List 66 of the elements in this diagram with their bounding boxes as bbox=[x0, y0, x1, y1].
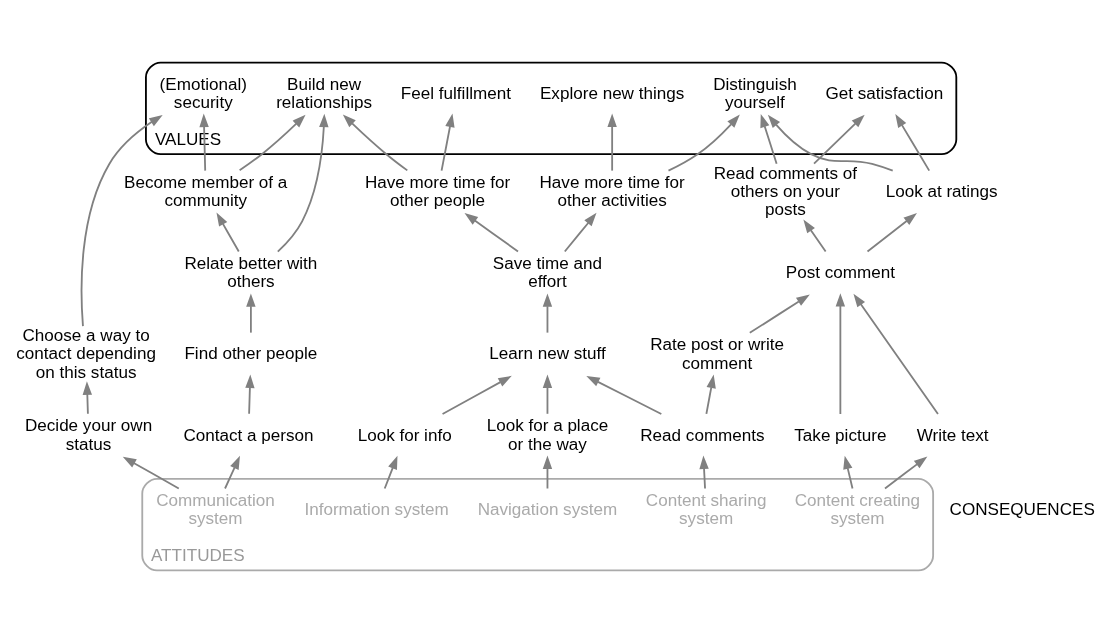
arrow bbox=[705, 374, 716, 415]
node-text: Read comments of others on your posts bbox=[713, 163, 858, 219]
arrow bbox=[82, 380, 93, 415]
arrow bbox=[803, 219, 827, 252]
arrow bbox=[122, 456, 180, 489]
arrow bbox=[853, 293, 939, 415]
arrow bbox=[238, 114, 306, 171]
arrow bbox=[699, 455, 709, 489]
arrow bbox=[199, 113, 209, 172]
node-text: Write text bbox=[916, 425, 989, 445]
arrow bbox=[440, 113, 455, 172]
arrow bbox=[224, 455, 240, 489]
arrow bbox=[813, 114, 865, 165]
node-text: Look for a place or the way bbox=[486, 415, 609, 454]
node-text: Read comments bbox=[640, 425, 765, 445]
arrow bbox=[342, 113, 409, 171]
node-text: Look for info bbox=[357, 425, 452, 445]
node-text: Communication system bbox=[156, 490, 275, 528]
arrow bbox=[216, 212, 240, 252]
arrow bbox=[586, 375, 663, 415]
node-text: Decide your own status bbox=[24, 415, 153, 454]
node-text: Choose a way to contact depending on this status bbox=[16, 325, 156, 382]
node-text: Explore new things bbox=[539, 83, 685, 103]
node-text: Post comment bbox=[785, 262, 895, 282]
arrow bbox=[542, 374, 553, 415]
arrow bbox=[767, 114, 894, 171]
node-text: (Emotional) security bbox=[159, 74, 247, 112]
node-text: Content creating system bbox=[794, 490, 921, 528]
arrow bbox=[667, 114, 740, 171]
arrow bbox=[607, 113, 617, 172]
arrow bbox=[245, 374, 255, 415]
arrow bbox=[80, 114, 163, 327]
arrow bbox=[246, 292, 256, 334]
arrow bbox=[563, 212, 597, 252]
node-text: Get satisfaction bbox=[825, 83, 944, 103]
node-text: Feel fulfillment bbox=[400, 83, 511, 103]
arrow bbox=[835, 292, 846, 415]
node-text: Become member of a community bbox=[124, 172, 288, 210]
node-text: Have more time for other activities bbox=[539, 172, 685, 210]
arrow bbox=[383, 455, 398, 489]
arrow bbox=[464, 212, 519, 252]
node-text: Contact a person bbox=[183, 425, 314, 445]
node-text: Find other people bbox=[184, 343, 318, 363]
node-text: Content sharing system bbox=[645, 490, 767, 528]
node-text: Learn new stuff bbox=[489, 343, 606, 363]
arrow bbox=[748, 294, 810, 334]
node-text: Relate better with others bbox=[184, 253, 318, 291]
arrow bbox=[542, 292, 553, 334]
node-text: Look at ratings bbox=[885, 181, 998, 201]
arrow bbox=[884, 455, 928, 489]
node-text: Save time and effort bbox=[492, 253, 603, 291]
node-text: Rate post or write comment bbox=[650, 334, 785, 373]
arrow bbox=[843, 455, 854, 489]
node-text: Take picture bbox=[794, 425, 887, 445]
arrow bbox=[542, 455, 553, 489]
label: CONSEQUENCES bbox=[949, 499, 1095, 519]
arrow bbox=[866, 212, 917, 252]
node-text: Navigation system bbox=[477, 499, 618, 519]
node-text: Build new relationships bbox=[276, 74, 373, 112]
arrow bbox=[895, 113, 931, 172]
arrow bbox=[441, 375, 512, 415]
node-text: Have more time for other people bbox=[365, 172, 511, 210]
arrow bbox=[276, 113, 329, 252]
node-text: Distinguish yourself bbox=[713, 74, 797, 112]
arrow bbox=[760, 113, 778, 165]
node-text: Information system bbox=[304, 499, 449, 519]
